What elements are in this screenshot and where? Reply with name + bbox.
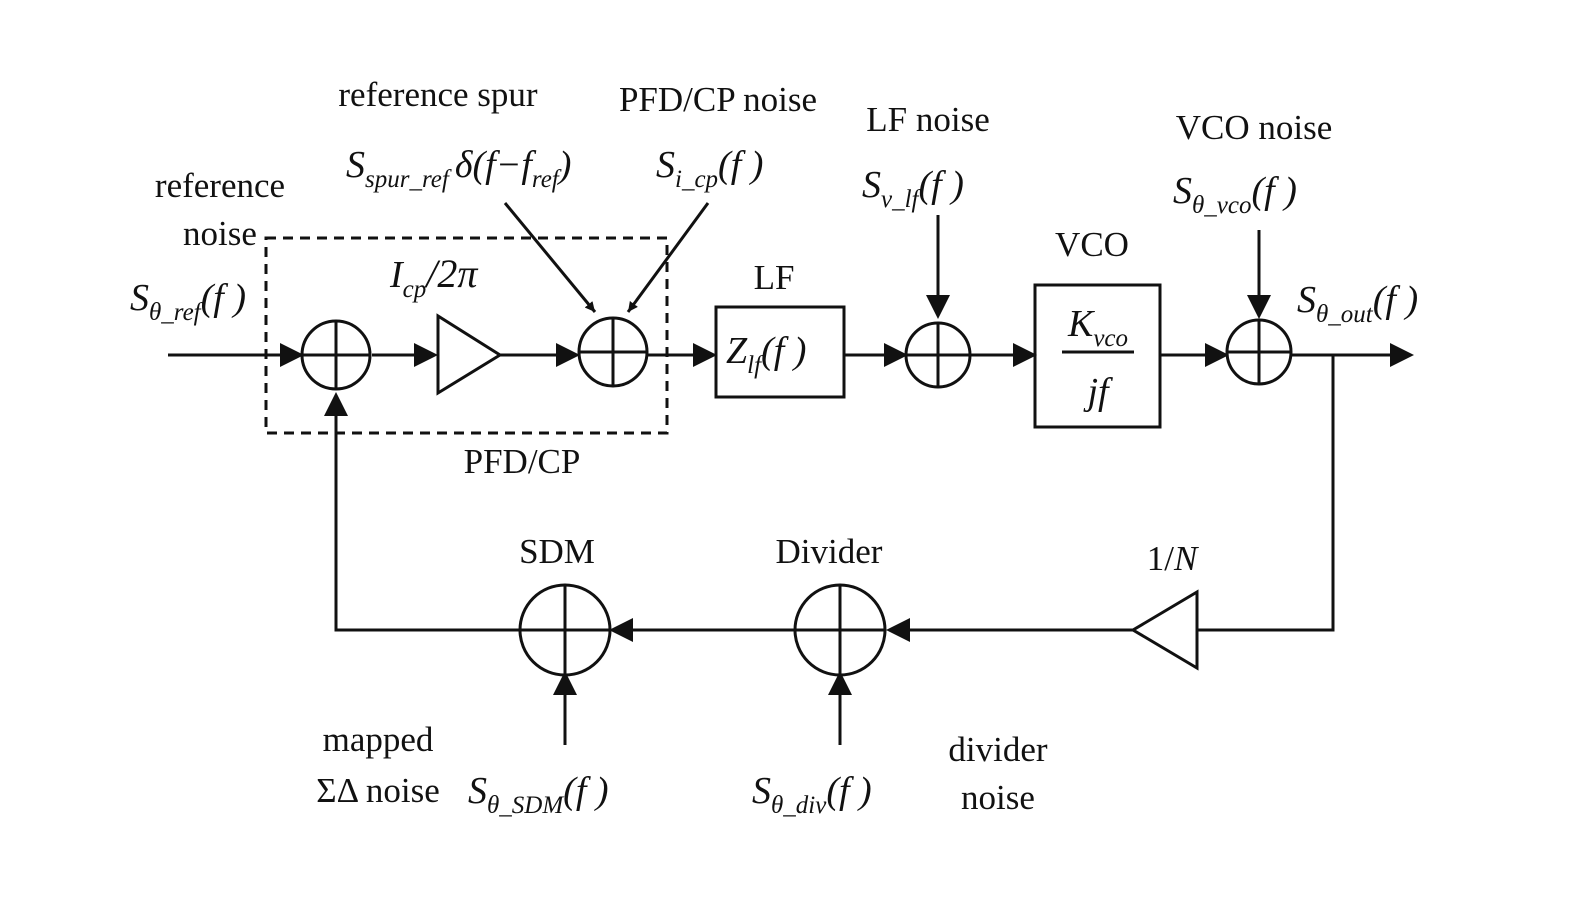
pfdcp-noise-psd: Si_cp(f ) xyxy=(656,144,763,193)
reference-spur-label: reference spur xyxy=(338,75,538,114)
mapped-sdm-noise-label: mapped xyxy=(323,720,434,759)
divider-label: Divider xyxy=(776,532,883,571)
summer-pfdcp xyxy=(577,316,649,388)
sdm-noise-psd: Sθ_SDM(f ) xyxy=(468,770,609,819)
vco-gain-numerator: Kvco xyxy=(1067,303,1128,352)
loop-filter-transfer: Zlf(f ) xyxy=(726,330,806,379)
divider-noise-label: divider xyxy=(948,730,1047,769)
sdm-label: SDM xyxy=(519,532,595,571)
arrowhead-divider-noise xyxy=(828,671,852,695)
vco-gain-denominator: jf xyxy=(1082,371,1113,413)
arrowhead-sdm-in xyxy=(609,618,633,642)
vco-noise-label: VCO noise xyxy=(1176,108,1333,147)
output-phase-psd: Sθ_out(f ) xyxy=(1297,279,1418,328)
summer-divider xyxy=(793,583,887,677)
loop-filter-block xyxy=(714,305,846,399)
vco-noise-psd: Sθ_vco(f ) xyxy=(1173,170,1297,219)
arrowhead-divider-in xyxy=(886,618,910,642)
reference-noise-label: reference xyxy=(155,166,285,205)
vco-block xyxy=(1033,283,1162,429)
summer-vco xyxy=(1225,318,1293,386)
feedback-wire-left xyxy=(334,416,519,632)
lf-noise-psd: Sv_lf(f ) xyxy=(862,164,964,213)
arrowhead-sdm-noise xyxy=(553,671,577,695)
divider-noise-psd: Sθ_div(f ) xyxy=(752,770,872,819)
lf-noise-label: LF noise xyxy=(866,100,989,139)
arrow-pfdcp-noise xyxy=(626,202,710,313)
reference-noise-psd: Sθ_ref(f ) xyxy=(130,277,246,326)
pfdcp-boundary xyxy=(264,236,669,435)
divider-noise-label-2: noise xyxy=(961,778,1035,817)
summer-sdm xyxy=(518,583,612,677)
summer-lf xyxy=(904,321,972,389)
lf-block-label: LF xyxy=(754,258,795,297)
arrowhead-vco-in xyxy=(1013,343,1037,367)
output-arrowhead xyxy=(1390,343,1414,367)
reference-noise-label-2: noise xyxy=(183,214,257,253)
feedback-wire-right xyxy=(1198,355,1335,632)
arrowhead-lf-in xyxy=(693,343,717,367)
one-over-n-label: 1/N xyxy=(1147,539,1199,578)
arrowhead-gain-in xyxy=(414,343,438,367)
summer-reference xyxy=(300,319,372,391)
arrowhead-sum2-in xyxy=(556,343,580,367)
arrowhead-sum3-in xyxy=(884,343,908,367)
pfdcp-block-label: PFD/CP xyxy=(464,442,581,481)
arrowhead-sum4-in xyxy=(1205,343,1229,367)
pfdcp-noise-label: PFD/CP noise xyxy=(619,80,817,119)
vco-block-label: VCO xyxy=(1055,225,1129,264)
mapped-sdm-noise-label-2: ΣΔ noise xyxy=(316,771,440,810)
arrowhead-lf-noise xyxy=(926,295,950,319)
input-arrowhead xyxy=(280,343,304,367)
arrow-ref-spur xyxy=(503,202,597,313)
arrowhead-vco-noise xyxy=(1247,295,1271,319)
charge-pump-gain-label: Icp/2π xyxy=(389,251,478,303)
arrowhead-sum1-feedback xyxy=(324,392,348,416)
charge-pump-gain xyxy=(436,313,503,396)
divider-gain-triangle xyxy=(1130,589,1199,671)
